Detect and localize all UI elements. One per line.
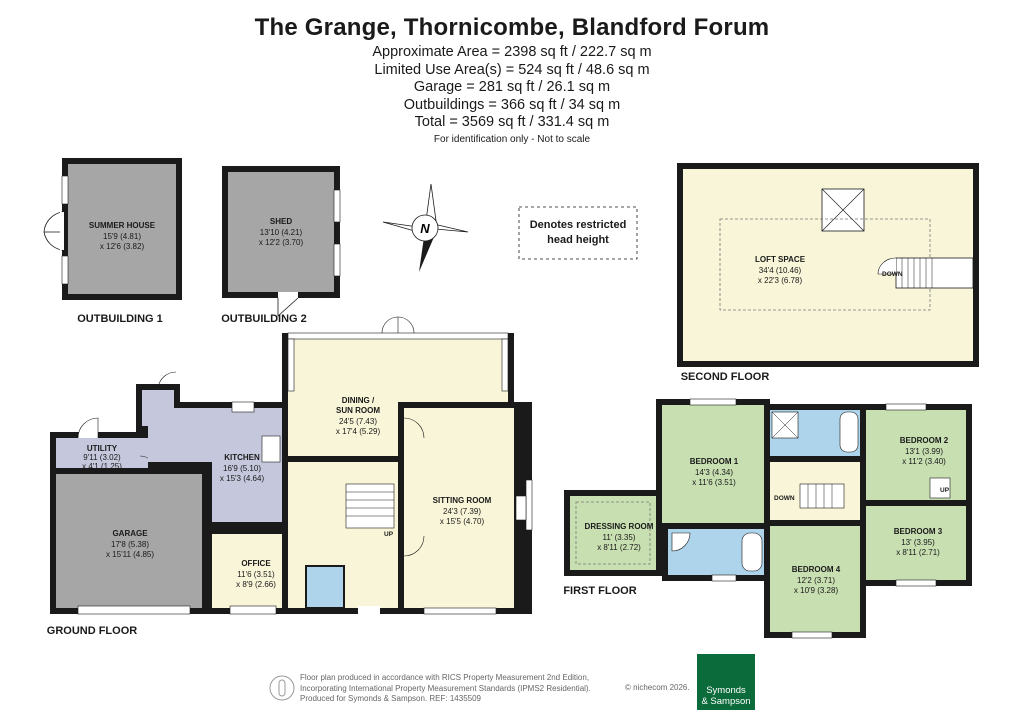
garage-dim2: x 15'11 (4.85) — [106, 550, 154, 559]
area-summary: Approximate Area = 2398 sq ft / 222.7 sq… — [0, 44, 1024, 132]
rics-footer-note: Floor plan produced in accordance with R… — [300, 673, 591, 705]
measurement-icon — [269, 675, 295, 701]
summer-house-dim2: x 12'6 (3.82) — [100, 242, 145, 251]
dining-dim1: 24'5 (7.43) — [339, 417, 377, 426]
office-label: OFFICE — [241, 559, 271, 568]
sitting-room-dim1: 24'3 (7.39) — [443, 507, 481, 516]
dressing-room-dim1: 11' (3.35) — [603, 533, 636, 542]
bedroom-3-label: BEDROOM 3 — [894, 527, 943, 536]
outbuilding-2: SHED 13'10 (4.21) x 12'2 (3.70) OUTBUILD… — [221, 166, 341, 325]
office-dim1: 11'6 (3.51) — [237, 570, 275, 579]
utility-dim2: x 4'1 (1.25) — [82, 462, 122, 471]
summer-house-dim1: 15'9 (4.81) — [103, 232, 141, 241]
dining-label-1: DINING / — [342, 396, 375, 405]
ground-stairs-up: UP — [384, 531, 394, 538]
bedroom-2-dim1: 13'1 (3.99) — [905, 447, 943, 456]
dining-dim2: x 17'4 (5.29) — [336, 427, 381, 436]
loft-label: LOFT SPACE — [755, 255, 806, 264]
dining-label-2: SUN ROOM — [336, 406, 380, 415]
logo-line-2: & Sampson — [701, 696, 751, 707]
bedroom-2-label: BEDROOM 2 — [900, 436, 949, 445]
plan-title: The Grange, Thornicombe, Blandford Forum — [254, 14, 770, 41]
area-outbuildings: Outbuildings = 366 sq ft / 34 sq m — [403, 96, 621, 113]
copyright-text: © nichecom 2026. — [625, 683, 690, 692]
ground-floor-plan: GARAGE 17'8 (5.38) x 15'11 (4.85) UTILIT… — [47, 316, 533, 637]
summer-house-label: SUMMER HOUSE — [89, 221, 156, 230]
utility-label: UTILITY — [87, 444, 118, 453]
footer-line-2: Incorporating International Property Mea… — [300, 683, 591, 693]
shed-label: SHED — [270, 217, 292, 226]
loft-stairs-down: DOWN — [882, 271, 903, 278]
first-floor-label: FIRST FLOOR — [563, 585, 636, 597]
kitchen-dim2: x 15'3 (4.64) — [220, 474, 265, 483]
scale-note: For identification only - Not to scale — [433, 134, 591, 145]
sitting-room-dim2: x 15'5 (4.70) — [440, 517, 485, 526]
sitting-room-label: SITTING ROOM — [433, 496, 492, 505]
shed-dim1: 13'10 (4.21) — [260, 228, 303, 237]
compass-north-label: N — [420, 221, 430, 236]
area-approximate: Approximate Area = 2398 sq ft / 222.7 sq… — [372, 44, 652, 60]
bedroom-4-dim2: x 10'9 (3.28) — [794, 586, 839, 595]
bedroom-2-stairs-up: UP — [940, 487, 950, 494]
compass-icon: N — [382, 183, 469, 272]
garage-label: GARAGE — [112, 529, 148, 538]
bedroom-1-dim1: 14'3 (4.34) — [695, 468, 733, 477]
area-limited-use: Limited Use Area(s) = 524 sq ft / 48.6 s… — [374, 61, 650, 78]
outbuilding-1: SUMMER HOUSE 15'9 (4.81) x 12'6 (3.82) O… — [43, 158, 182, 325]
second-floor-plan: DOWN LOFT SPACE 34'4 (10.46) x 22'3 (6.7… — [677, 163, 979, 383]
bedroom-1-label: BEDROOM 1 — [690, 457, 739, 466]
kitchen-dim1: 16'9 (5.10) — [223, 464, 261, 473]
footer-line-1: Floor plan produced in accordance with R… — [300, 673, 590, 682]
dressing-room-dim2: x 8'11 (2.72) — [597, 543, 641, 552]
first-floor-plan: DRESSING ROOM 11' (3.35) x 8'11 (2.72) B… — [563, 398, 972, 639]
kitchen-label: KITCHEN — [224, 453, 260, 462]
office-dim2: x 8'9 (2.66) — [236, 580, 276, 589]
area-total: Total = 3569 sq ft / 331.4 sq m — [414, 114, 610, 130]
legend-line-2: head height — [547, 234, 609, 246]
outbuilding-2-label: OUTBUILDING 2 — [221, 313, 307, 325]
bedroom-3-dim2: x 8'11 (2.71) — [896, 548, 940, 557]
restricted-height-legend: Denotes restricted head height — [518, 206, 638, 260]
loft-dim1: 34'4 (10.46) — [759, 266, 802, 275]
bedroom-4-dim1: 12'2 (3.71) — [797, 576, 835, 585]
loft-dim2: x 22'3 (6.78) — [758, 276, 803, 285]
outbuilding-1-label: OUTBUILDING 1 — [77, 313, 163, 325]
ground-floor-label: GROUND FLOOR — [47, 625, 137, 637]
footer-line-3: Produced for Symonds & Sampson. REF: 143… — [300, 694, 481, 703]
bedroom-3-dim1: 13' (3.95) — [901, 538, 935, 547]
bedroom-4-label: BEDROOM 4 — [792, 565, 841, 574]
first-stairs-down: DOWN — [774, 495, 795, 502]
utility-dim1: 9'11 (3.02) — [83, 453, 121, 462]
agent-logo: Symonds & Sampson — [697, 654, 755, 710]
second-floor-label: SECOND FLOOR — [681, 371, 770, 383]
bedroom-1-dim2: x 11'6 (3.51) — [692, 478, 736, 487]
area-garage: Garage = 281 sq ft / 26.1 sq m — [413, 79, 611, 95]
legend-line-1: Denotes restricted — [530, 219, 627, 231]
logo-line-1: Symonds — [706, 685, 746, 696]
shed-dim2: x 12'2 (3.70) — [259, 238, 304, 247]
bedroom-2-dim2: x 11'2 (3.40) — [902, 457, 946, 466]
dressing-room-label: DRESSING ROOM — [585, 522, 654, 531]
garage-dim1: 17'8 (5.38) — [111, 540, 149, 549]
